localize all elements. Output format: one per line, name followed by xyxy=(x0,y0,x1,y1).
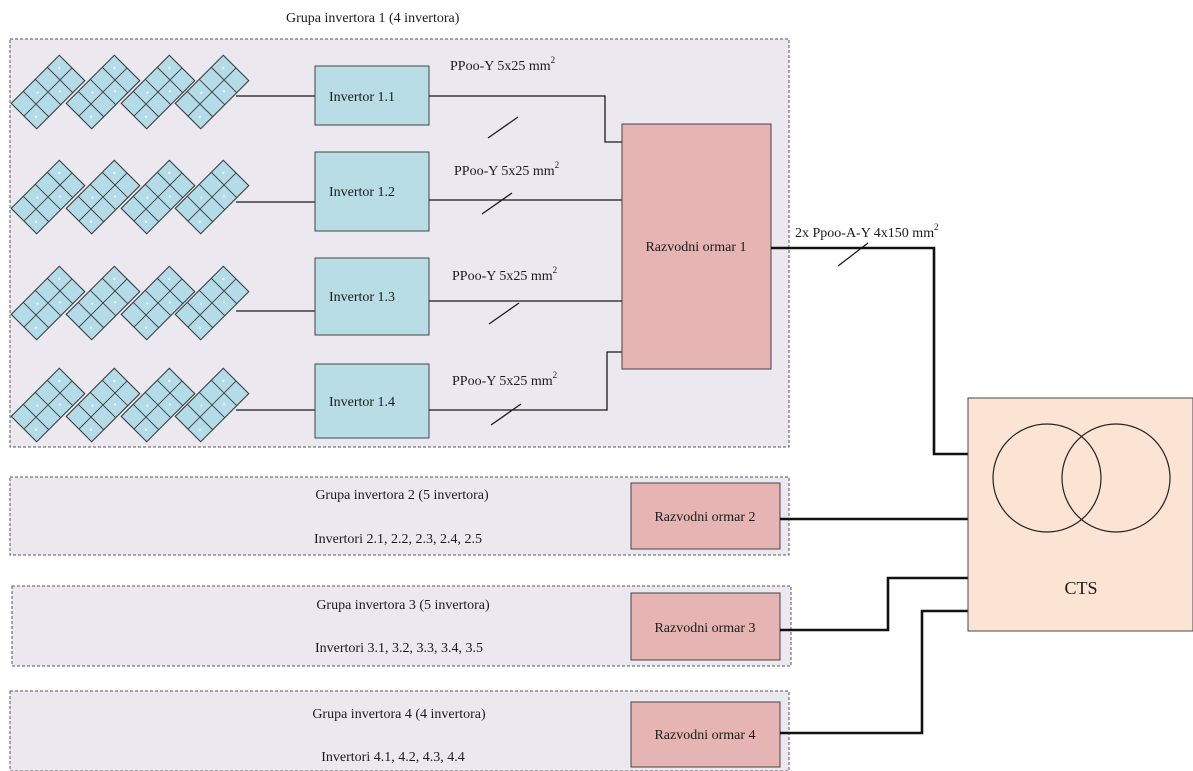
inverter-group-2: Grupa invertora 2 (5 invertora) Invertor… xyxy=(9,476,790,556)
inverter-1-2[interactable]: Invertor 1.2 xyxy=(314,151,430,232)
distribution-cabinet-3[interactable]: Razvodni ormar 3 xyxy=(630,592,781,661)
cabinet-to-cts-feeders xyxy=(771,242,968,735)
cabinet-3-label: Razvodni ormar 3 xyxy=(654,621,755,636)
inverter-1-1-label: Invertor 1.1 xyxy=(329,90,395,105)
inverter-1-1[interactable]: Invertor 1.1 xyxy=(314,65,430,126)
inverter-group-4: Grupa invertora 4 (4 invertora) Invertor… xyxy=(9,690,790,771)
feeder-line-4 xyxy=(780,609,968,735)
cts-label: CTS xyxy=(1064,578,1097,598)
transformer-symbol-icon xyxy=(992,423,1171,533)
cable-label-1-3: PPoo-Y 5x25 mm2 xyxy=(452,265,557,284)
group-2-title: Grupa invertora 2 (5 invertora) xyxy=(315,488,489,503)
feeder-cable-label: 2x Ppoo-A-Y 4x150 mm2 xyxy=(795,222,939,241)
inverter-1-2-label: Invertor 1.2 xyxy=(329,185,395,200)
feeder-line-1 xyxy=(771,246,968,456)
cts-substation[interactable]: CTS xyxy=(967,397,1193,632)
group-4-title: Grupa invertora 4 (4 invertora) xyxy=(312,707,486,722)
cabinet-4-label: Razvodni ormar 4 xyxy=(654,728,755,743)
cable-label-1-2: PPoo-Y 5x25 mm2 xyxy=(454,160,559,179)
group-3-title: Grupa invertora 3 (5 invertora) xyxy=(316,598,490,613)
group-3-inverters: Invertori 3.1, 3.2, 3.3, 3.4, 3.5 xyxy=(315,641,483,656)
inverter-group-3: Grupa invertora 3 (5 invertora) Invertor… xyxy=(11,585,792,667)
distribution-cabinet-4[interactable]: Razvodni ormar 4 xyxy=(630,701,781,768)
group-1-title: Grupa invertora 1 (4 invertora) xyxy=(286,11,460,26)
cable-label-1-4: PPoo-Y 5x25 mm2 xyxy=(452,370,557,389)
feeder-line-3 xyxy=(780,576,968,632)
inverter-1-3-label: Invertor 1.3 xyxy=(329,290,395,305)
group-4-inverters: Invertori 4.1, 4.2, 4.3, 4.4 xyxy=(321,750,464,765)
inverter-1-3[interactable]: Invertor 1.3 xyxy=(314,257,430,336)
cable-label-1-1: PPoo-Y 5x25 mm2 xyxy=(450,55,555,74)
feeder-slash xyxy=(837,242,869,267)
inverter-to-cabinet-cables xyxy=(429,95,622,426)
inverter-1-4[interactable]: Invertor 1.4 xyxy=(314,363,430,439)
inverter-1-4-label: Invertor 1.4 xyxy=(329,395,395,410)
panel-to-inverter-lines xyxy=(236,95,315,411)
inverter-group-1: Grupa invertora 1 (4 invertora) Invertor… xyxy=(9,11,790,448)
distribution-cabinet-2[interactable]: Razvodni ormar 2 xyxy=(630,482,781,550)
cabinet-1-label: Razvodni ormar 1 xyxy=(645,240,746,255)
group-2-inverters: Invertori 2.1, 2.2, 2.3, 2.4, 2.5 xyxy=(314,532,482,547)
cabinet-2-label: Razvodni ormar 2 xyxy=(654,510,755,525)
distribution-cabinet-1[interactable]: Razvodni ormar 1 xyxy=(621,123,772,370)
